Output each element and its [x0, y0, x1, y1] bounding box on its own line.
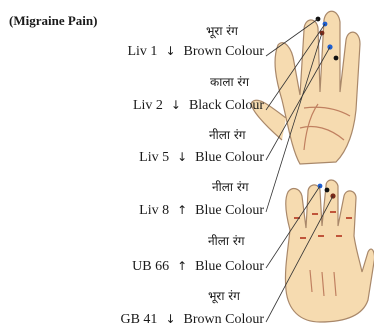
point-row-ub66: UB 66 ↑ Blue Colour — [132, 259, 264, 275]
point-code: Liv 1 — [127, 44, 157, 60]
point-colour: Blue Colour — [195, 150, 264, 166]
point-code: GB 41 — [120, 312, 157, 328]
point-code: Liv 2 — [133, 98, 163, 114]
hindi-label-ub66: नीला रंग — [208, 232, 245, 249]
arrow-down-icon: ↓ — [165, 312, 175, 326]
point-colour: Brown Colour — [184, 44, 265, 60]
point-colour: Blue Colour — [195, 259, 264, 275]
point-colour: Blue Colour — [195, 203, 264, 219]
hindi-label-liv8: नीला रंग — [212, 178, 249, 195]
arrow-up-icon: ↑ — [177, 203, 187, 217]
point-colour: Black Colour — [189, 98, 264, 114]
hindi-label-gb41: भूरा रंग — [208, 287, 240, 304]
point-row-gb41: GB 41 ↓ Brown Colour — [120, 312, 264, 328]
page-heading: (Migraine Pain) — [9, 13, 97, 29]
point-code: Liv 5 — [139, 150, 169, 166]
hindi-label-liv1: भूरा रंग — [206, 22, 238, 39]
arrow-up-icon: ↑ — [177, 259, 187, 273]
point-dot-gb41a — [325, 188, 330, 193]
hindi-label-liv5: नीला रंग — [209, 126, 246, 143]
point-dot-liv8b — [334, 56, 339, 61]
point-code: UB 66 — [132, 259, 169, 275]
arrow-down-icon: ↓ — [177, 150, 187, 164]
arrow-down-icon: ↓ — [165, 44, 175, 58]
point-colour: Brown Colour — [184, 312, 265, 328]
lower-hand — [285, 180, 374, 322]
point-code: Liv 8 — [139, 203, 169, 219]
point-row-liv1: Liv 1 ↓ Brown Colour — [127, 44, 264, 60]
hindi-label-liv2: काला रंग — [210, 73, 249, 90]
arrow-down-icon: ↓ — [171, 98, 181, 112]
point-row-liv5: Liv 5 ↓ Blue Colour — [139, 150, 264, 166]
point-row-liv8: Liv 8 ↑ Blue Colour — [139, 203, 264, 219]
point-row-liv2: Liv 2 ↓ Black Colour — [133, 98, 264, 114]
upper-hand — [251, 11, 360, 164]
